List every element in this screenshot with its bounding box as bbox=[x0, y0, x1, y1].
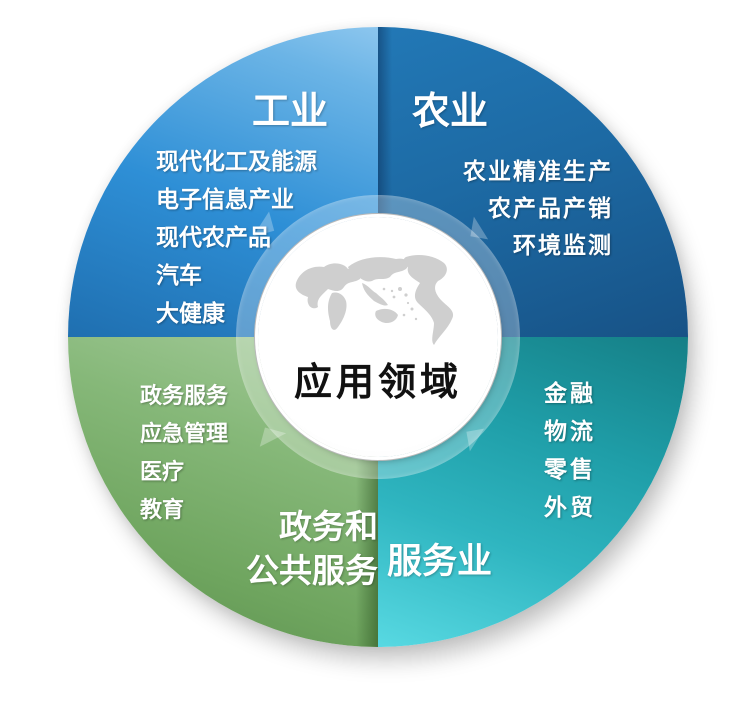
title-line-2: 公共服务 bbox=[246, 551, 378, 590]
list-item: 外贸 bbox=[544, 495, 596, 521]
list-item: 教育 bbox=[140, 498, 185, 523]
list-item: 物流 bbox=[544, 419, 596, 445]
quadrant-title-agriculture: 农业 bbox=[412, 89, 489, 133]
list-item: 汽车 bbox=[156, 263, 202, 289]
list-item: 零售 bbox=[544, 457, 596, 483]
center-label: 应用领域 bbox=[293, 360, 462, 404]
quadrant-title-government: 政务和 公共服务 bbox=[218, 505, 378, 593]
quadrant-title-industry: 工业 bbox=[252, 89, 329, 133]
list-item: 环境监测 bbox=[513, 233, 613, 259]
quadrant-items-service: 金融 物流 零售 外贸 bbox=[544, 375, 596, 527]
world-map-icon bbox=[295, 255, 454, 345]
list-item: 应急管理 bbox=[140, 422, 229, 447]
ring-pointer-bottom-right bbox=[466, 428, 488, 452]
list-item: 农业精准生产 bbox=[463, 159, 613, 185]
list-item: 金融 bbox=[544, 381, 596, 407]
list-item: 政务服务 bbox=[140, 384, 229, 409]
quadrant-items-industry: 现代化工及能源 电子信息产业 现代农产品 汽车 大健康 bbox=[156, 143, 317, 333]
quadrant-items-agriculture: 农业精准生产 农产品产销 环境监测 bbox=[438, 154, 613, 265]
list-item: 电子信息产业 bbox=[156, 187, 294, 213]
quadrant-title-service: 服务业 bbox=[387, 542, 493, 582]
center-circle: 应用领域 bbox=[258, 217, 498, 457]
list-item: 现代化工及能源 bbox=[156, 149, 317, 175]
quadrant-items-government: 政务服务 应急管理 医疗 教育 bbox=[140, 378, 228, 530]
title-line-1: 政务和 bbox=[279, 507, 378, 546]
list-item: 农产品产销 bbox=[488, 196, 613, 222]
list-item: 大健康 bbox=[156, 301, 225, 327]
list-item: 现代农产品 bbox=[156, 225, 271, 251]
list-item: 医疗 bbox=[140, 460, 185, 485]
